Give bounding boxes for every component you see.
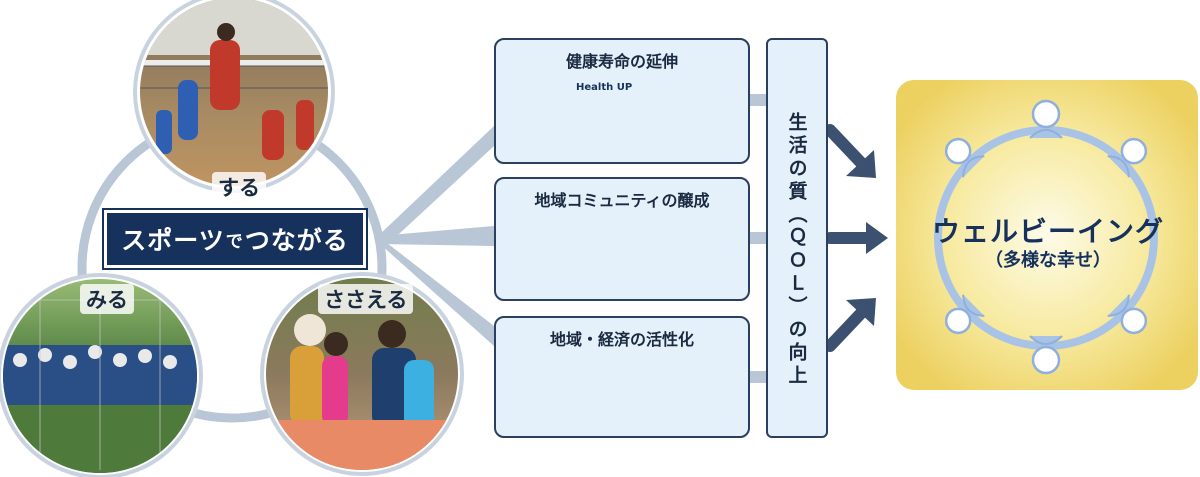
wellbeing-title: ウェルビーイング bbox=[931, 215, 1164, 248]
photo-do bbox=[133, 0, 335, 193]
person-icon bbox=[1029, 335, 1063, 375]
hub-label: スポーツでつながる bbox=[104, 210, 366, 268]
hub-label-part-2: つながる bbox=[244, 226, 349, 255]
fan-connectors bbox=[378, 126, 494, 346]
hub-label-small: で bbox=[225, 231, 244, 252]
photo-label-support: ささえる bbox=[318, 284, 414, 314]
wellbeing-subtitle: （多様な幸せ） bbox=[985, 250, 1111, 271]
benefit-title-community: 地域コミュニティの醸成 bbox=[534, 191, 710, 210]
arrow-middle-head bbox=[866, 222, 888, 254]
qol-text: 生活の質（ＱＯＬ）の向上 bbox=[785, 112, 808, 388]
benefit-box-health: 健康寿命の延伸 Health UP bbox=[494, 38, 750, 164]
photo-label-do: する bbox=[212, 172, 266, 202]
benefit-box-economy: 地域・経済の活性化 bbox=[494, 316, 750, 438]
photo-watch bbox=[0, 273, 203, 477]
photo-label-watch: みる bbox=[80, 284, 134, 314]
benefit-title-health: 健康寿命の延伸 bbox=[565, 52, 678, 71]
box-to-qol-connectors bbox=[746, 94, 768, 383]
person-icon bbox=[1029, 99, 1063, 139]
arrow-lower bbox=[824, 302, 872, 352]
arrow-upper-head bbox=[846, 150, 876, 178]
hub-label-part-1: スポーツ bbox=[121, 226, 225, 255]
benefit-box-community: 地域コミュニティの醸成 bbox=[494, 177, 750, 301]
arrow-upper bbox=[824, 124, 872, 174]
qol-to-wellbeing-arrows bbox=[824, 124, 888, 352]
qol-box: 生活の質（ＱＯＬ）の向上 bbox=[766, 38, 828, 438]
health-up-annotation: Health UP bbox=[576, 82, 633, 93]
arrow-lower-head bbox=[846, 298, 876, 326]
benefit-title-economy: 地域・経済の活性化 bbox=[549, 330, 694, 349]
